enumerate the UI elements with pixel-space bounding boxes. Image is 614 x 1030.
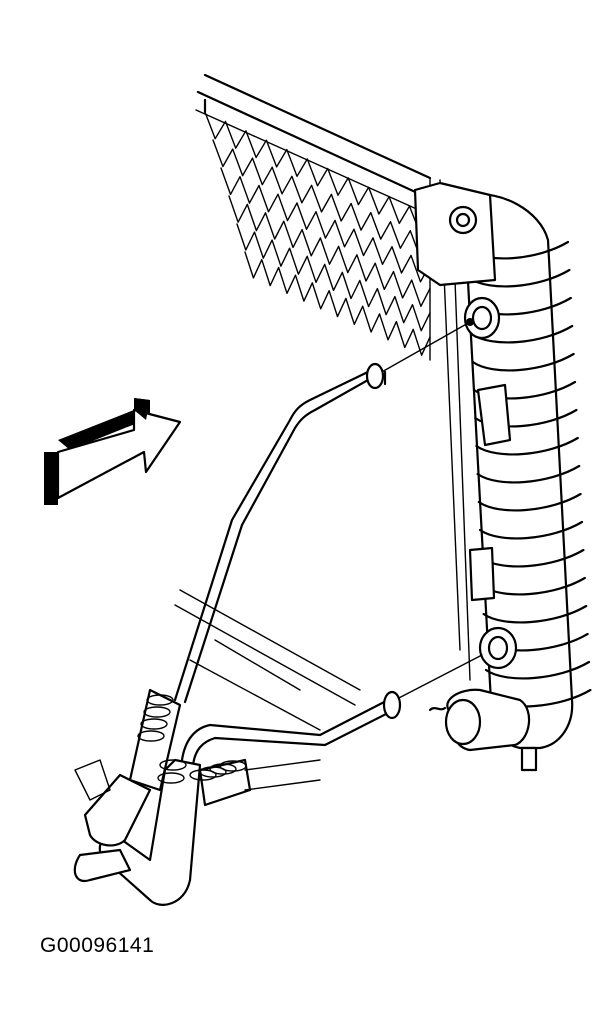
fin-row bbox=[228, 195, 431, 307]
alignment-lines bbox=[379, 321, 483, 701]
side-clip-lower bbox=[468, 546, 496, 602]
hose-bundle bbox=[73, 688, 321, 906]
tank-rib bbox=[476, 464, 581, 484]
lower-cooler-line bbox=[180, 690, 402, 767]
hose-ring bbox=[143, 706, 171, 718]
tank-rib bbox=[477, 492, 582, 512]
hose-ring bbox=[137, 730, 165, 742]
hose-ring bbox=[189, 769, 217, 781]
upper-cooler-fitting bbox=[463, 296, 501, 340]
fin-row bbox=[204, 111, 431, 234]
hose-ring bbox=[199, 766, 227, 778]
upper-line-nut bbox=[365, 362, 385, 390]
upper-bracket bbox=[413, 181, 497, 287]
drain-plug bbox=[520, 746, 538, 772]
fin-row bbox=[220, 167, 431, 283]
upper-cooler-line bbox=[173, 362, 387, 704]
figure-code-label: G00096141 bbox=[40, 934, 155, 957]
tank-rib bbox=[484, 660, 591, 680]
tank-rib bbox=[478, 520, 584, 540]
lower-hose-neck bbox=[428, 688, 531, 752]
front-direction-arrow-icon bbox=[44, 398, 182, 505]
fin-row bbox=[212, 139, 431, 258]
hose-ring bbox=[146, 694, 174, 706]
frame-rails bbox=[174, 589, 361, 731]
hose-ring bbox=[219, 760, 247, 772]
fin-row bbox=[244, 251, 431, 356]
hose-ring bbox=[209, 763, 237, 775]
bracket-bolt bbox=[448, 205, 478, 235]
radiator-side-tank bbox=[413, 181, 592, 772]
fin-row bbox=[236, 223, 431, 332]
radiator-fins bbox=[204, 111, 431, 356]
hose-clamp-rings bbox=[137, 694, 247, 784]
lower-line-nut bbox=[382, 690, 402, 720]
hose-ring bbox=[157, 772, 185, 784]
radiator-core bbox=[195, 73, 471, 681]
side-clip-upper bbox=[476, 383, 512, 447]
lower-cooler-fitting bbox=[478, 626, 518, 670]
tank-rib bbox=[482, 604, 588, 624]
hose-ring bbox=[159, 759, 187, 771]
tank-rib bbox=[471, 352, 575, 372]
hose-ring bbox=[140, 718, 168, 730]
tank-rib bbox=[475, 436, 579, 456]
